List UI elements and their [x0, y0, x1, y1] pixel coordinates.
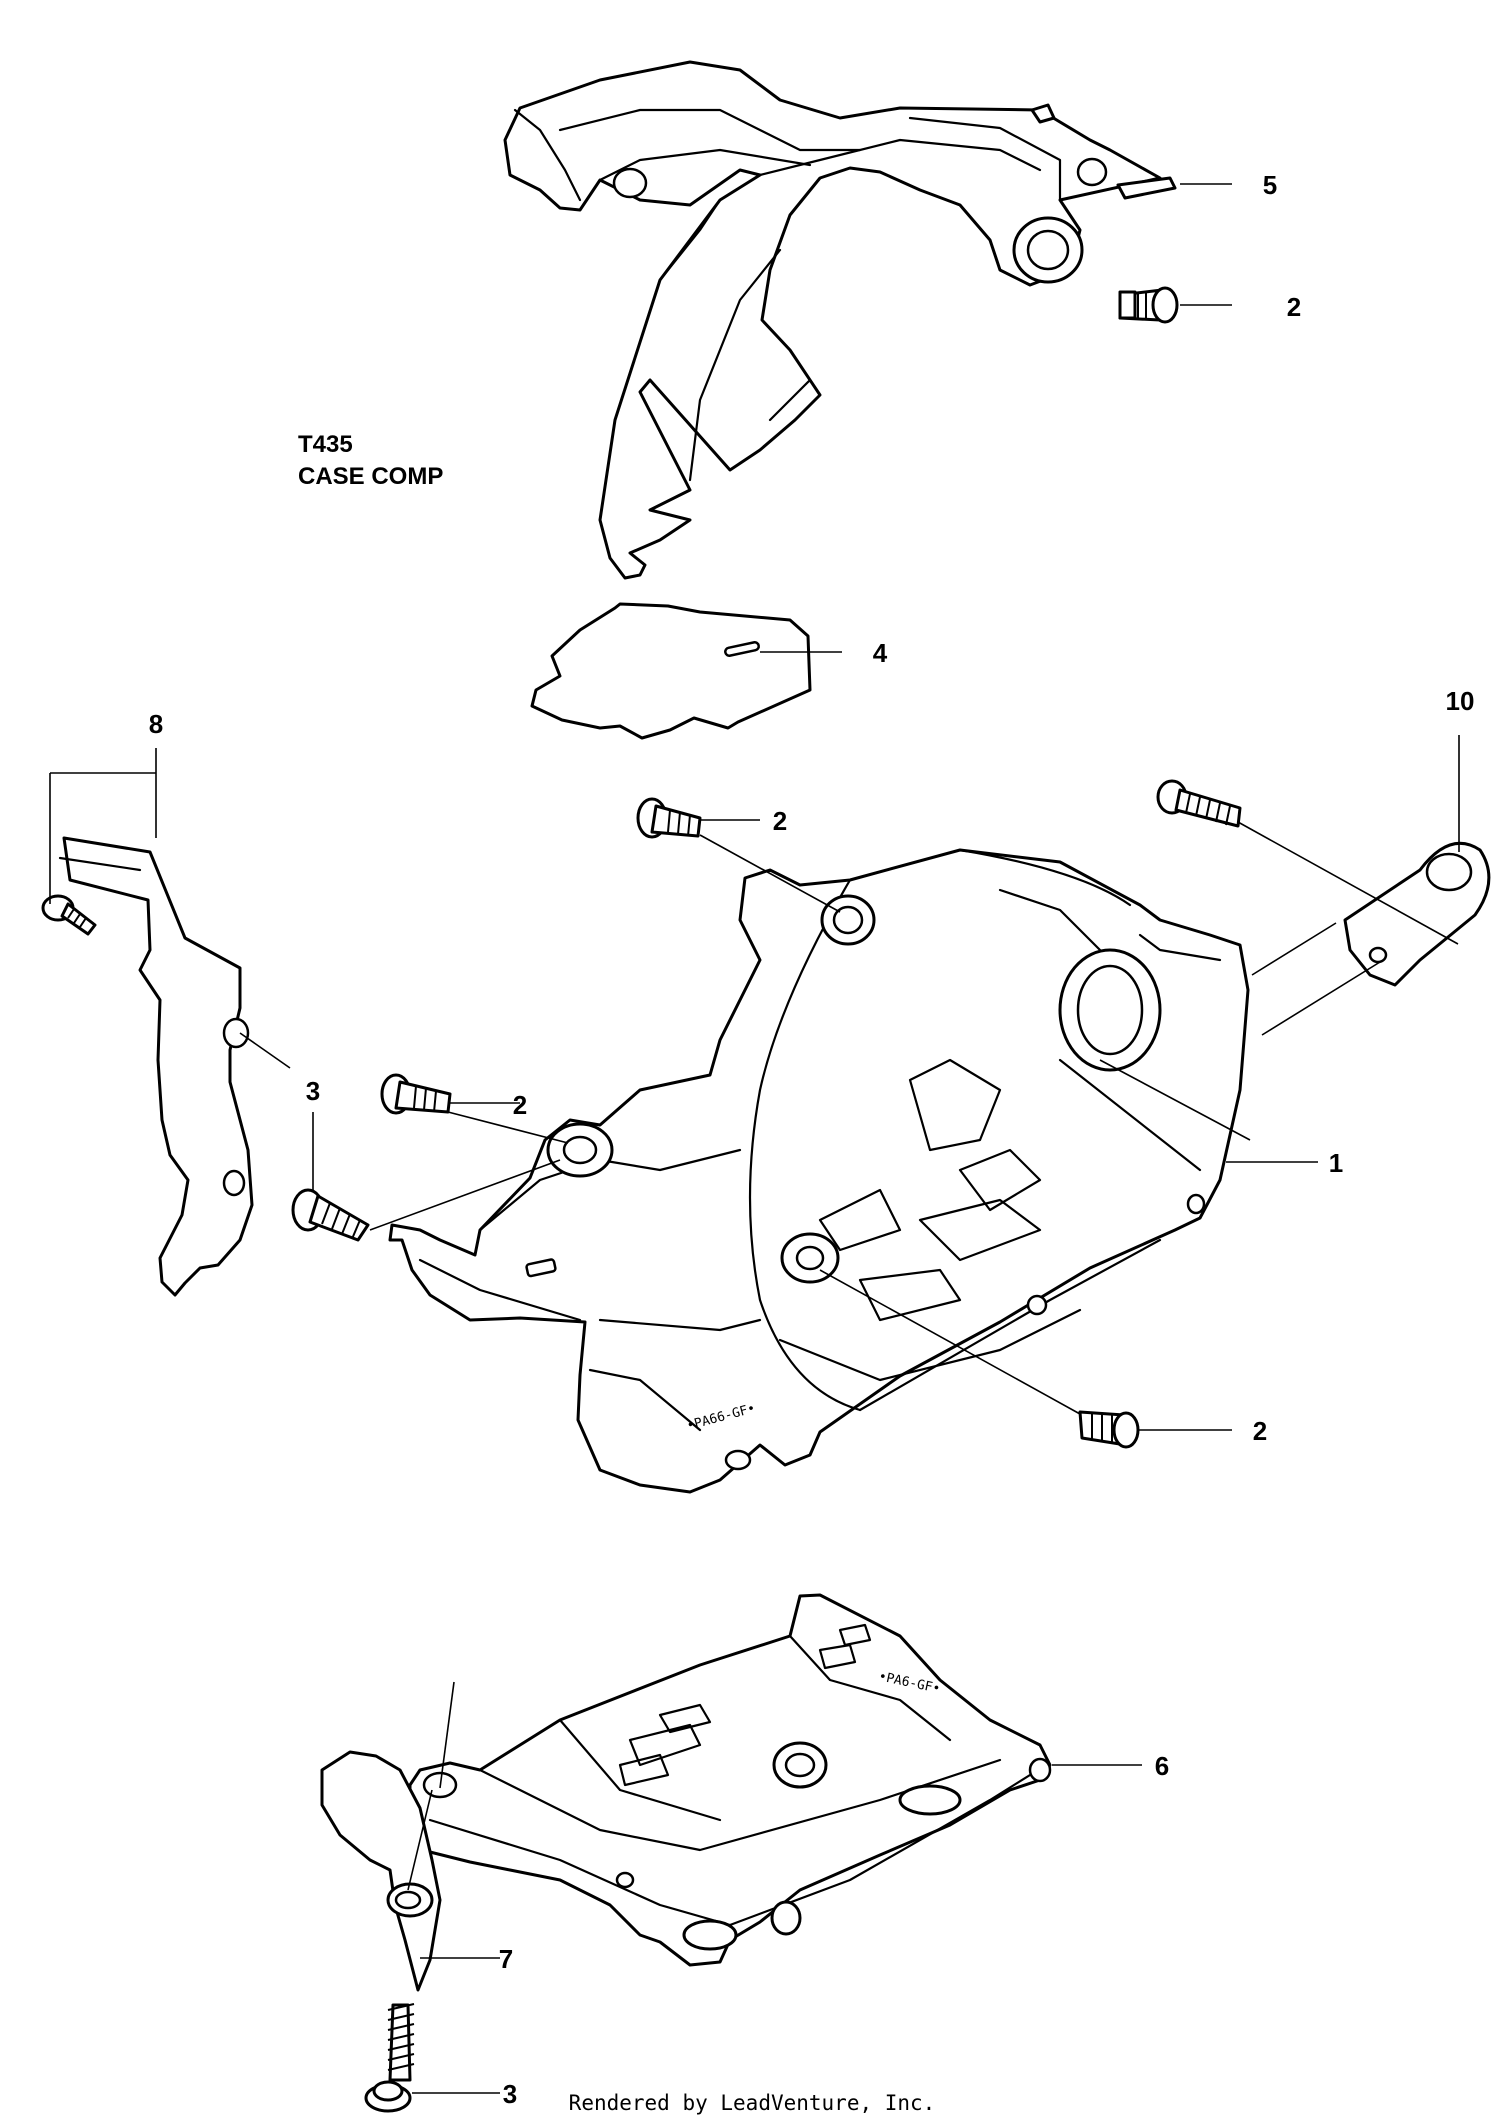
- crankcase-part[interactable]: •PA66-GF•: [388, 848, 1250, 1494]
- callout-3[interactable]: 3: [306, 1076, 320, 1106]
- callout-5[interactable]: 5: [1263, 170, 1277, 200]
- handle-bracket-part[interactable]: [503, 60, 1177, 580]
- screw-ring-lug[interactable]: [1156, 779, 1242, 828]
- diagram-title-name: CASE COMP: [298, 463, 443, 490]
- callout-4[interactable]: 4: [873, 638, 888, 668]
- callout-2[interactable]: 2: [773, 806, 787, 836]
- screw-crankcase-bottom[interactable]: [1078, 1410, 1140, 1449]
- callout-2[interactable]: 2: [513, 1090, 527, 1120]
- callout-2[interactable]: 2: [1253, 1416, 1267, 1446]
- callout-7[interactable]: 7: [499, 1944, 513, 1974]
- screw-hook[interactable]: [364, 2003, 415, 2113]
- callout-3[interactable]: 3: [503, 2079, 517, 2109]
- callouts: 5 2 4 8 10 2 2 3 1 2 6 7 3: [149, 170, 1475, 2109]
- lower-cover-part[interactable]: •PA6-GF•: [408, 1593, 1052, 1967]
- footer-credit: Rendered by LeadVenture, Inc.: [569, 2091, 936, 2115]
- callout-6[interactable]: 6: [1155, 1751, 1169, 1781]
- callout-10[interactable]: 10: [1446, 686, 1475, 716]
- callout-8[interactable]: 8: [149, 709, 163, 739]
- screw-crankcase-long[interactable]: [291, 1188, 370, 1242]
- screw-side-plate[interactable]: [41, 894, 97, 936]
- screw-crankcase-middle[interactable]: [380, 1073, 452, 1115]
- side-plate-part[interactable]: [58, 836, 254, 1297]
- screw-top[interactable]: [1118, 286, 1179, 324]
- callout-1[interactable]: 1: [1329, 1148, 1343, 1178]
- ring-lug-part[interactable]: [1343, 841, 1491, 987]
- diagram-title-model: T435: [298, 431, 353, 458]
- plate-part[interactable]: [530, 602, 812, 740]
- screw-crankcase-top[interactable]: [636, 797, 702, 839]
- callout-2[interactable]: 2: [1287, 292, 1301, 322]
- leader-lines: [49, 183, 1460, 2094]
- hook-part[interactable]: [320, 1750, 442, 1992]
